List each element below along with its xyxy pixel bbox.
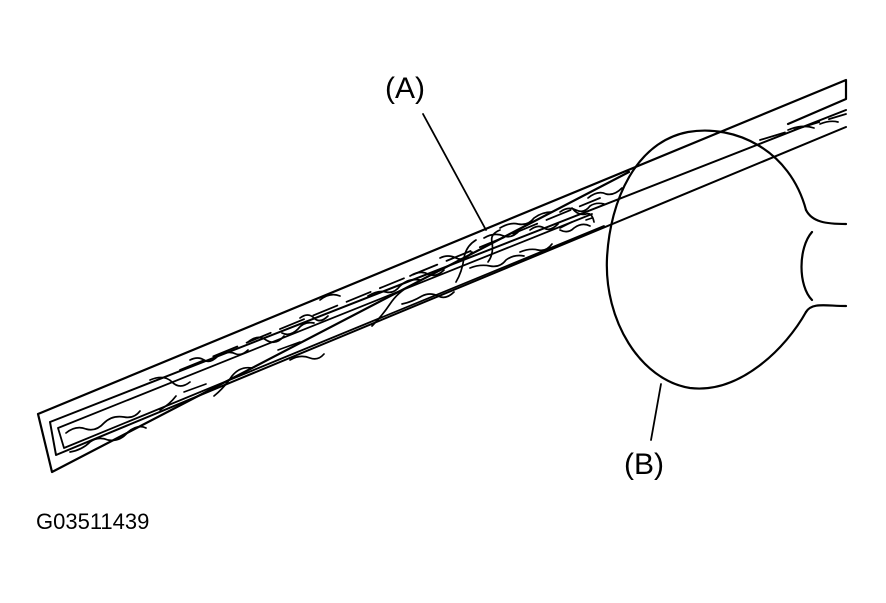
- tube-outer-outline: [36, 78, 848, 474]
- leader-line-a: [422, 113, 487, 231]
- tube-inner-outline: [49, 109, 847, 456]
- tube-inner-channel: [57, 213, 605, 449]
- callout-label-a: (A): [385, 72, 425, 105]
- sealant-strokes: [183, 217, 593, 393]
- bulb-neck: [800, 208, 848, 314]
- leader-line-b: [650, 383, 662, 441]
- bulb-outline: [605, 129, 808, 390]
- figure-id: G03511439: [36, 509, 150, 534]
- bulb-nozzle: [605, 129, 848, 390]
- callout-label-b: (B): [624, 448, 664, 481]
- tube-strip: [36, 78, 848, 474]
- sealant-squiggle: [65, 120, 839, 453]
